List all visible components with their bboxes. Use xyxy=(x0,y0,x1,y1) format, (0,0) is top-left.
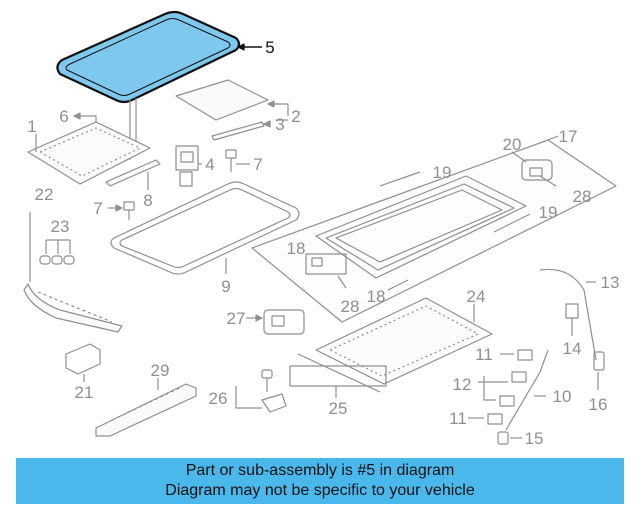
callout-7-upper: 7 xyxy=(253,155,262,174)
part-12-clips[interactable] xyxy=(499,371,527,407)
callout-28-upper: 28 xyxy=(573,187,592,206)
callout-20: 20 xyxy=(503,135,522,154)
callout-23: 23 xyxy=(51,217,70,236)
part-7-bolt-upper[interactable] xyxy=(225,149,237,172)
callout-18-lower: 18 xyxy=(367,287,386,306)
callout-7-lower: 7 xyxy=(93,199,102,218)
callout-11-lower: 11 xyxy=(449,409,467,428)
callout-12: 12 xyxy=(453,375,472,394)
callout-15: 15 xyxy=(525,429,544,448)
part-25-rail[interactable] xyxy=(289,353,387,393)
part-8-bar[interactable] xyxy=(105,159,161,187)
parts-diagram: 1 2 3 4 5 6 7 7 8 9 10 11 11 12 13 14 15… xyxy=(23,10,619,448)
callout-27: 27 xyxy=(227,309,246,328)
callout-17: 17 xyxy=(559,127,578,146)
part-13-cable[interactable] xyxy=(539,268,597,361)
part-2-sheet[interactable] xyxy=(175,79,269,121)
part-20-motor[interactable] xyxy=(521,159,553,181)
part-10-drain-hose[interactable] xyxy=(505,349,549,431)
callout-19-upper: 19 xyxy=(433,163,452,182)
callout-24: 24 xyxy=(467,287,486,306)
part-26-screw[interactable] xyxy=(261,369,287,413)
callout-11-upper: 11 xyxy=(475,345,493,364)
part-1-glass-panel[interactable] xyxy=(27,121,151,185)
part-3-strip[interactable] xyxy=(211,121,265,141)
part-15-clamp[interactable] xyxy=(497,431,509,445)
part-18-bracket[interactable] xyxy=(305,253,347,275)
banner-line-1: Part or sub-assembly is #5 in diagram xyxy=(185,462,455,479)
callout-16: 16 xyxy=(589,395,608,414)
callout-3: 3 xyxy=(275,115,284,134)
part-23-clips[interactable] xyxy=(39,255,75,265)
callout-29: 29 xyxy=(151,361,170,380)
callout-6: 6 xyxy=(59,107,68,126)
part-5-highlighted-panel[interactable] xyxy=(56,10,241,104)
part-11-clip-lower[interactable] xyxy=(487,413,503,425)
callout-2: 2 xyxy=(291,107,300,126)
callout-14: 14 xyxy=(563,339,582,358)
callout-22: 22 xyxy=(35,185,54,204)
part-29-trim-bar[interactable] xyxy=(95,383,197,437)
callout-5[interactable]: 5 xyxy=(265,38,274,57)
callout-8: 8 xyxy=(143,191,152,210)
part-9-frame-seal[interactable] xyxy=(110,181,300,275)
info-banner: Part or sub-assembly is #5 in diagram Di… xyxy=(16,458,624,504)
callout-labels: 1 2 3 4 5 6 7 7 8 9 10 11 11 12 13 14 15… xyxy=(27,38,619,448)
callout-21: 21 xyxy=(75,383,94,402)
part-21-bracket[interactable] xyxy=(65,343,101,375)
part-24-sunshade[interactable] xyxy=(315,297,493,385)
callout-9: 9 xyxy=(221,277,230,296)
part-14-clip[interactable] xyxy=(565,303,579,319)
part-16-fitting[interactable] xyxy=(593,351,605,371)
part-11-clip-upper[interactable] xyxy=(517,349,533,361)
callout-19-lower: 19 xyxy=(539,203,558,222)
callout-18-upper: 18 xyxy=(287,239,306,258)
banner-line-2: Diagram may not be specific to your vehi… xyxy=(165,482,475,499)
callout-10: 10 xyxy=(553,387,572,406)
callout-13: 13 xyxy=(601,273,620,292)
part-17-roof-frame[interactable] xyxy=(251,139,617,323)
callout-25: 25 xyxy=(329,399,348,418)
part-4-bracket[interactable] xyxy=(175,145,199,187)
callout-4: 4 xyxy=(205,155,214,174)
part-22-trim[interactable] xyxy=(23,283,123,333)
part-27-motor[interactable] xyxy=(263,309,305,335)
part-7-bolt-lower[interactable] xyxy=(123,201,135,220)
callout-1: 1 xyxy=(27,117,36,136)
callout-26: 26 xyxy=(209,389,228,408)
callout-28-lower: 28 xyxy=(341,297,360,316)
